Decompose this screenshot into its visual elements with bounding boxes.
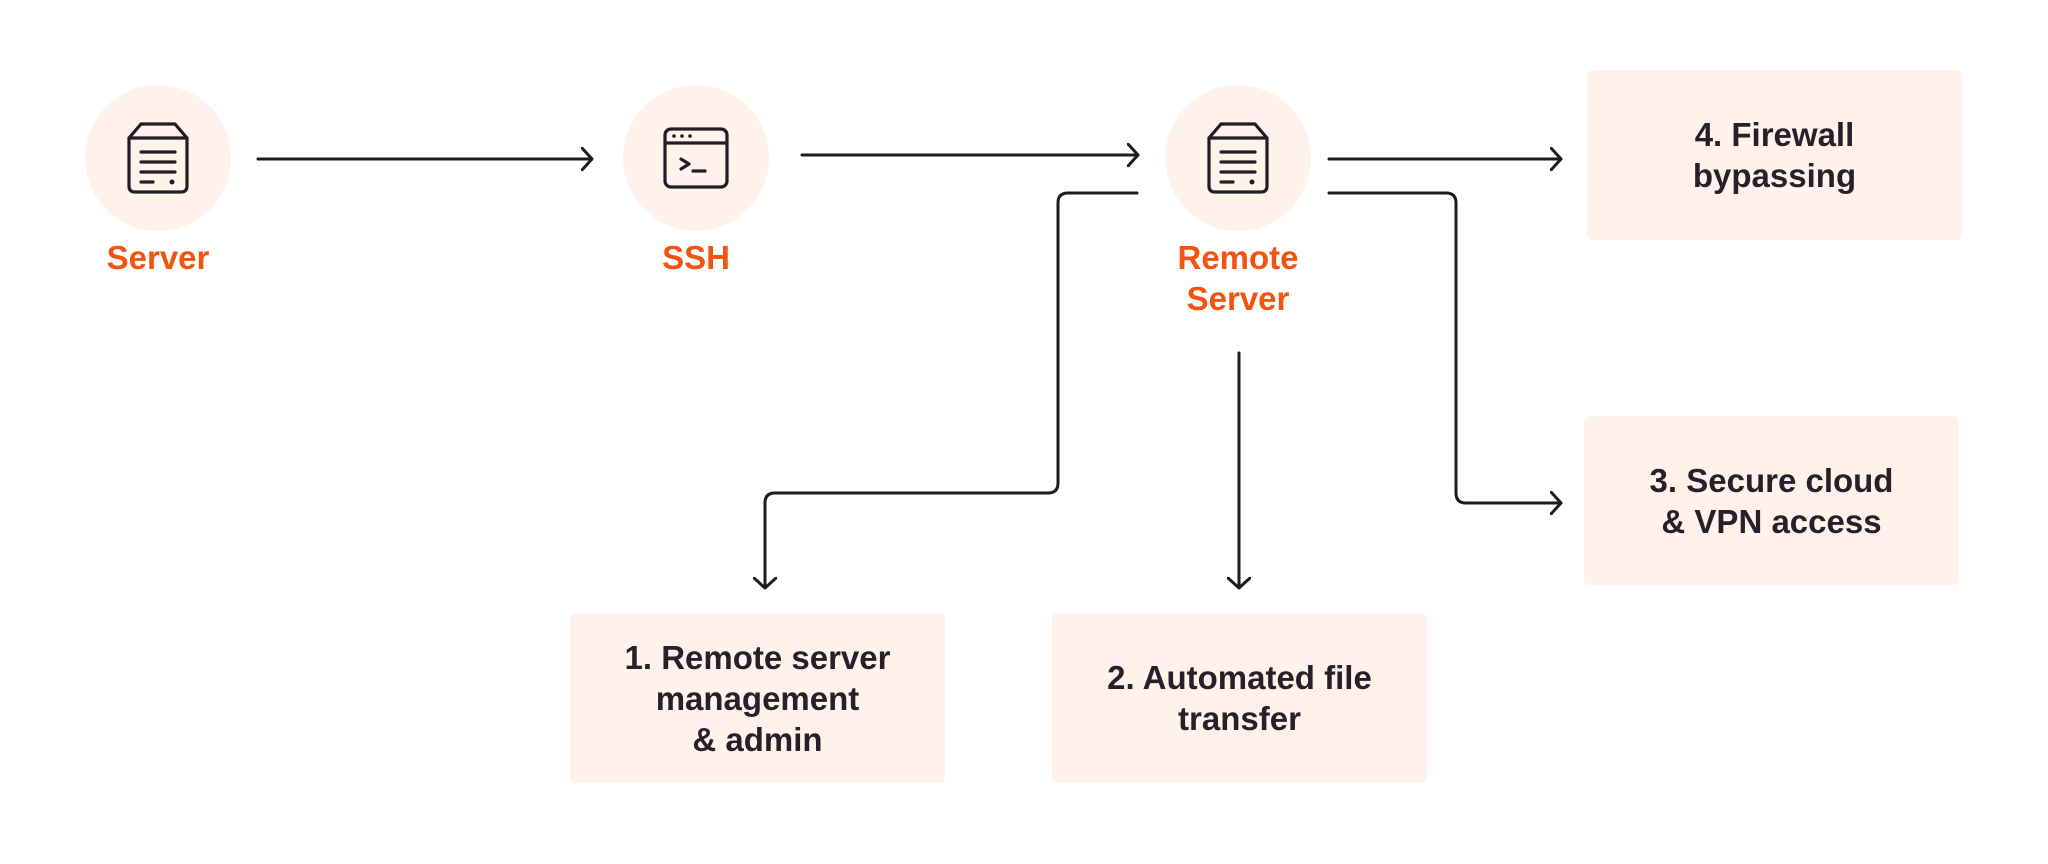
server-icon bbox=[1207, 122, 1269, 194]
use-case-cloud-vpn: 3. Secure cloud & VPN access bbox=[1584, 416, 1959, 585]
server-label: Server bbox=[106, 239, 210, 276]
arrow-remote-to-vpn bbox=[1327, 191, 1563, 503]
use-case-label: 3. Secure cloud & VPN access bbox=[1649, 461, 1894, 540]
server-icon bbox=[127, 122, 189, 194]
use-case-remote-management: 1. Remote server management & admin bbox=[570, 613, 945, 783]
ssh-node bbox=[623, 85, 769, 231]
use-case-file-transfer: 2. Automated file transfer bbox=[1052, 613, 1427, 783]
use-case-firewall: 4. Firewall bypassing bbox=[1587, 70, 1962, 240]
server-node bbox=[85, 85, 231, 231]
ssh-label: SSH bbox=[662, 239, 730, 276]
use-case-label: 2. Automated file transfer bbox=[1107, 659, 1372, 737]
remote-server-label: Remote Server bbox=[1177, 239, 1299, 317]
terminal-window-icon bbox=[663, 127, 729, 189]
use-case-label: 1. Remote server management & admin bbox=[624, 638, 891, 758]
arrow-remote-to-management bbox=[765, 191, 1139, 590]
remote-server-node bbox=[1165, 85, 1311, 231]
use-case-label: 4. Firewall bypassing bbox=[1692, 116, 1857, 194]
